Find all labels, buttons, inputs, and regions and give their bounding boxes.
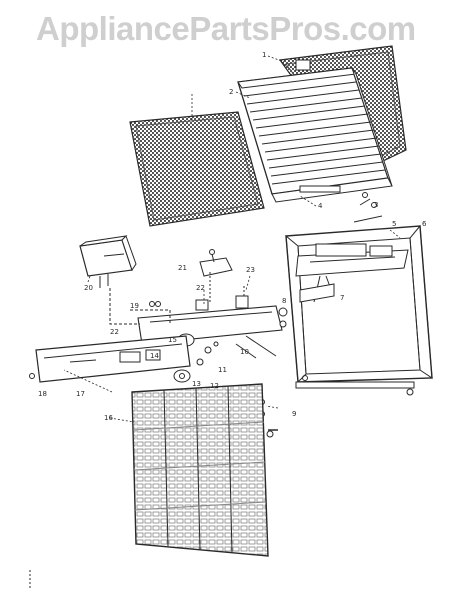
- knob-part-12: [196, 358, 204, 366]
- callout-10: 10: [240, 348, 249, 356]
- callout-9: 9: [292, 410, 296, 418]
- clip-part-21: [199, 249, 233, 277]
- callout-7: 7: [340, 294, 344, 302]
- transformer-part-20: [79, 235, 137, 288]
- callout-14: 14: [150, 352, 159, 360]
- callout-6: 6: [422, 220, 427, 228]
- knob-part-13: [173, 369, 191, 383]
- callout-18: 18: [38, 390, 47, 398]
- control-bracket-part-10: [109, 272, 283, 359]
- callout-19: 19: [130, 302, 139, 310]
- callout-15: 15: [168, 336, 177, 344]
- watermark: AppliancePartsPros.com: [36, 10, 416, 47]
- callout-21: 21: [178, 264, 187, 272]
- screw-part-3: [359, 192, 377, 208]
- filter-housing-part-2: [237, 67, 393, 203]
- screw-part-11: [204, 341, 219, 354]
- callout-23: 23: [246, 266, 255, 274]
- callout-16: 16: [104, 414, 113, 422]
- callout-20: 20: [84, 284, 93, 292]
- callout-5: 5: [392, 220, 396, 228]
- callout-3: 3: [374, 201, 378, 209]
- callout-4: 4: [318, 202, 323, 210]
- switch-bracket-part-7: [299, 283, 335, 303]
- screw-part-8: [278, 307, 288, 328]
- control-panel-part-17: [35, 335, 191, 383]
- screw-part-18: [29, 373, 35, 379]
- callout-12: 12: [210, 382, 219, 390]
- callout-17: 17: [76, 390, 85, 398]
- callout-11: 11: [218, 366, 227, 374]
- motor-bracket-part-5: [295, 215, 409, 303]
- front-grille-part-16: [131, 383, 269, 557]
- callout-2: 2: [229, 88, 233, 96]
- callout-8: 8: [282, 297, 286, 305]
- leader-lines: [63, 55, 401, 423]
- callout-13: 13: [192, 380, 201, 388]
- callout-22b: 22: [110, 328, 119, 336]
- callout-22: 22: [196, 284, 205, 292]
- screw-part-19: [149, 301, 161, 307]
- front-filter-part-4: [129, 111, 265, 227]
- callout-1: 1: [262, 51, 266, 59]
